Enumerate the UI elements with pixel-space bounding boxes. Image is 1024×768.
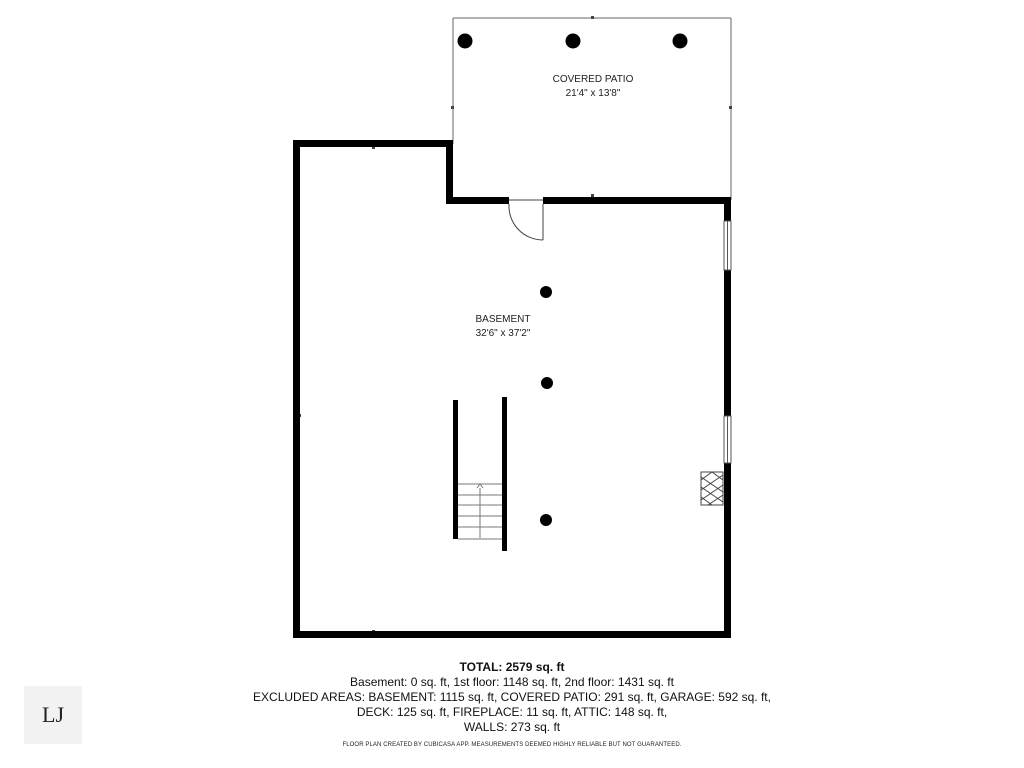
summary-line: DECK: 125 sq. ft, FIREPLACE: 11 sq. ft, … [356,705,668,719]
door [508,199,544,241]
support-columns [540,286,553,526]
room-dimensions: 32'6" x 37'2" [475,328,531,339]
patio-posts [457,33,688,49]
brand-logo: LJ [24,686,82,744]
room-label-basement: BASEMENT 32'6" x 37'2" [440,313,566,341]
room-name: BASEMENT [475,314,531,325]
column [541,377,553,389]
summary-line: EXCLUDED AREAS: BASEMENT: 1115 sq. ft, C… [253,690,771,704]
room-dimensions: 21'4" x 13'8" [565,88,621,99]
room-name: COVERED PATIO [552,74,634,85]
staircase [453,397,507,551]
patio-post [672,33,688,49]
patio-post [457,33,473,49]
windows [723,220,732,464]
total-area: TOTAL: 2579 sq. ft [459,660,565,674]
column [540,286,552,298]
basement-walls [293,140,731,638]
room-label-covered-patio: COVERED PATIO 21'4" x 13'8" [530,73,656,101]
column [540,514,552,526]
covered-patio-outline [452,17,732,200]
summary-line: WALLS: 273 sq. ft [463,720,561,734]
fireplace [700,471,724,506]
area-summary: TOTAL: 2579 sq. ft Basement: 0 sq. ft, 1… [0,660,1024,735]
patio-post [565,33,581,49]
disclaimer: FLOOR PLAN CREATED BY CUBICASA APP. MEAS… [342,742,682,748]
logo-monogram: LJ [42,702,64,727]
summary-line: Basement: 0 sq. ft, 1st floor: 1148 sq. … [350,675,674,689]
